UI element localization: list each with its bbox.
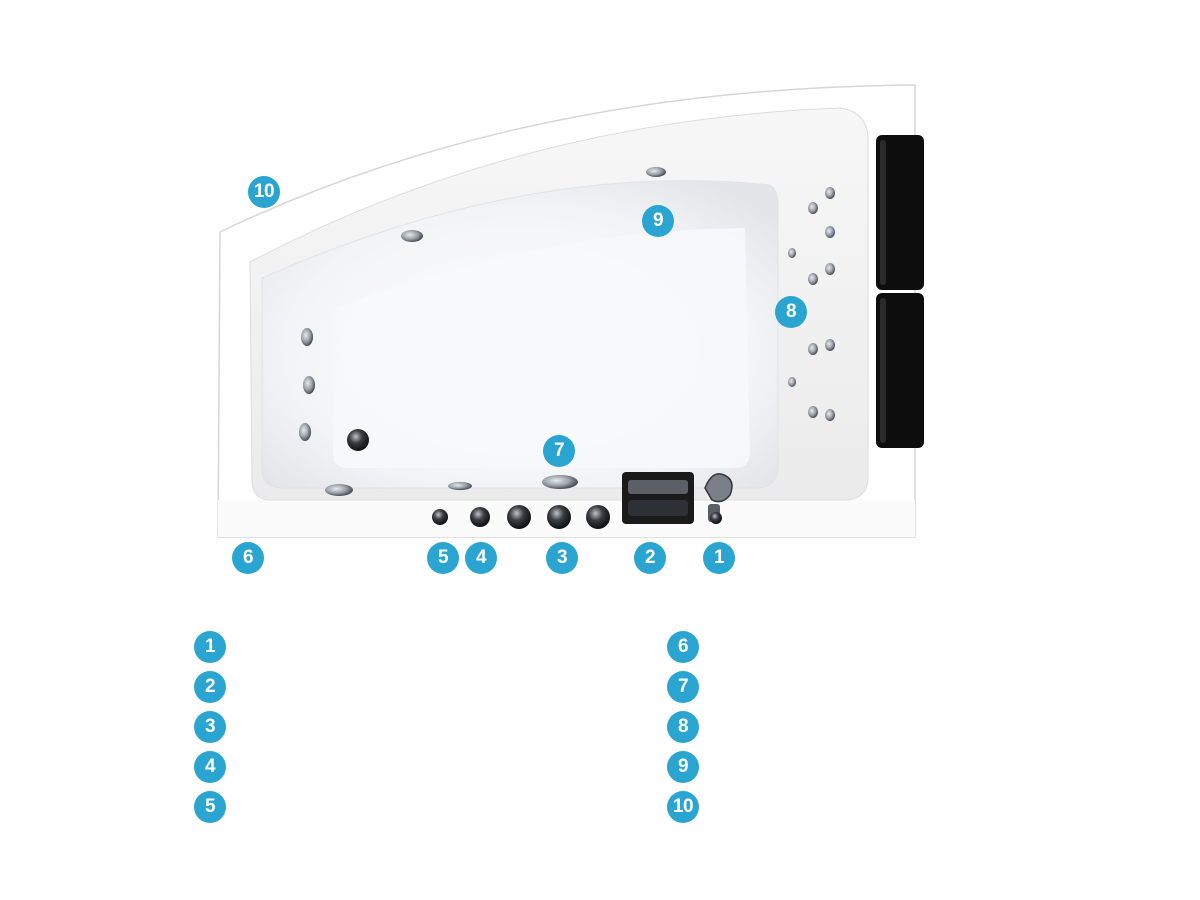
back-jets [788,187,835,421]
legend-badge: 8 [667,711,699,743]
legend-item-3: 3 [194,711,240,743]
callout-7: 7 [543,435,575,467]
callout-1: 1 [703,542,735,574]
legend-badge: 7 [667,671,699,703]
legend-item-1: 1 [194,631,240,663]
tub-basin-floor [333,228,750,468]
headrest-lower [876,293,924,448]
legend-item-2: 2 [194,671,240,703]
callout-5: 5 [427,542,459,574]
callout-4: 4 [465,542,497,574]
legend-badge: 6 [667,631,699,663]
spout [622,472,694,524]
hand-shower [704,473,733,524]
side-jets [299,328,315,441]
legend-badge: 10 [667,791,699,823]
legend-badge: 4 [194,751,226,783]
callout-6: 6 [232,542,264,574]
callout-2: 2 [634,542,666,574]
callout-3: 3 [546,542,578,574]
callout-8: 8 [775,296,807,328]
legend-badge: 1 [194,631,226,663]
center-rim-fitting [448,482,472,490]
legend-item-8: 8 [667,711,713,743]
rim-fitting-7 [542,475,578,489]
callout-10: 10 [248,176,280,208]
legend-badge: 5 [194,791,226,823]
headrest-upper [876,135,924,290]
legend-item-9: 9 [667,751,713,783]
legend-item-6: 6 [667,631,713,663]
legend-badge: 2 [194,671,226,703]
legend-item-4: 4 [194,751,240,783]
legend-badge: 9 [667,751,699,783]
rim-jet-left [401,230,423,242]
legend-item-5: 5 [194,791,240,823]
legend-item-10: 10 [667,791,713,823]
control-knobs [432,505,610,529]
legend-badge: 3 [194,711,226,743]
callout-9: 9 [642,205,674,237]
legend-item-7: 7 [667,671,713,703]
front-rim-fitting [325,484,353,496]
rim-jet-top [646,167,666,177]
drain [347,429,369,451]
